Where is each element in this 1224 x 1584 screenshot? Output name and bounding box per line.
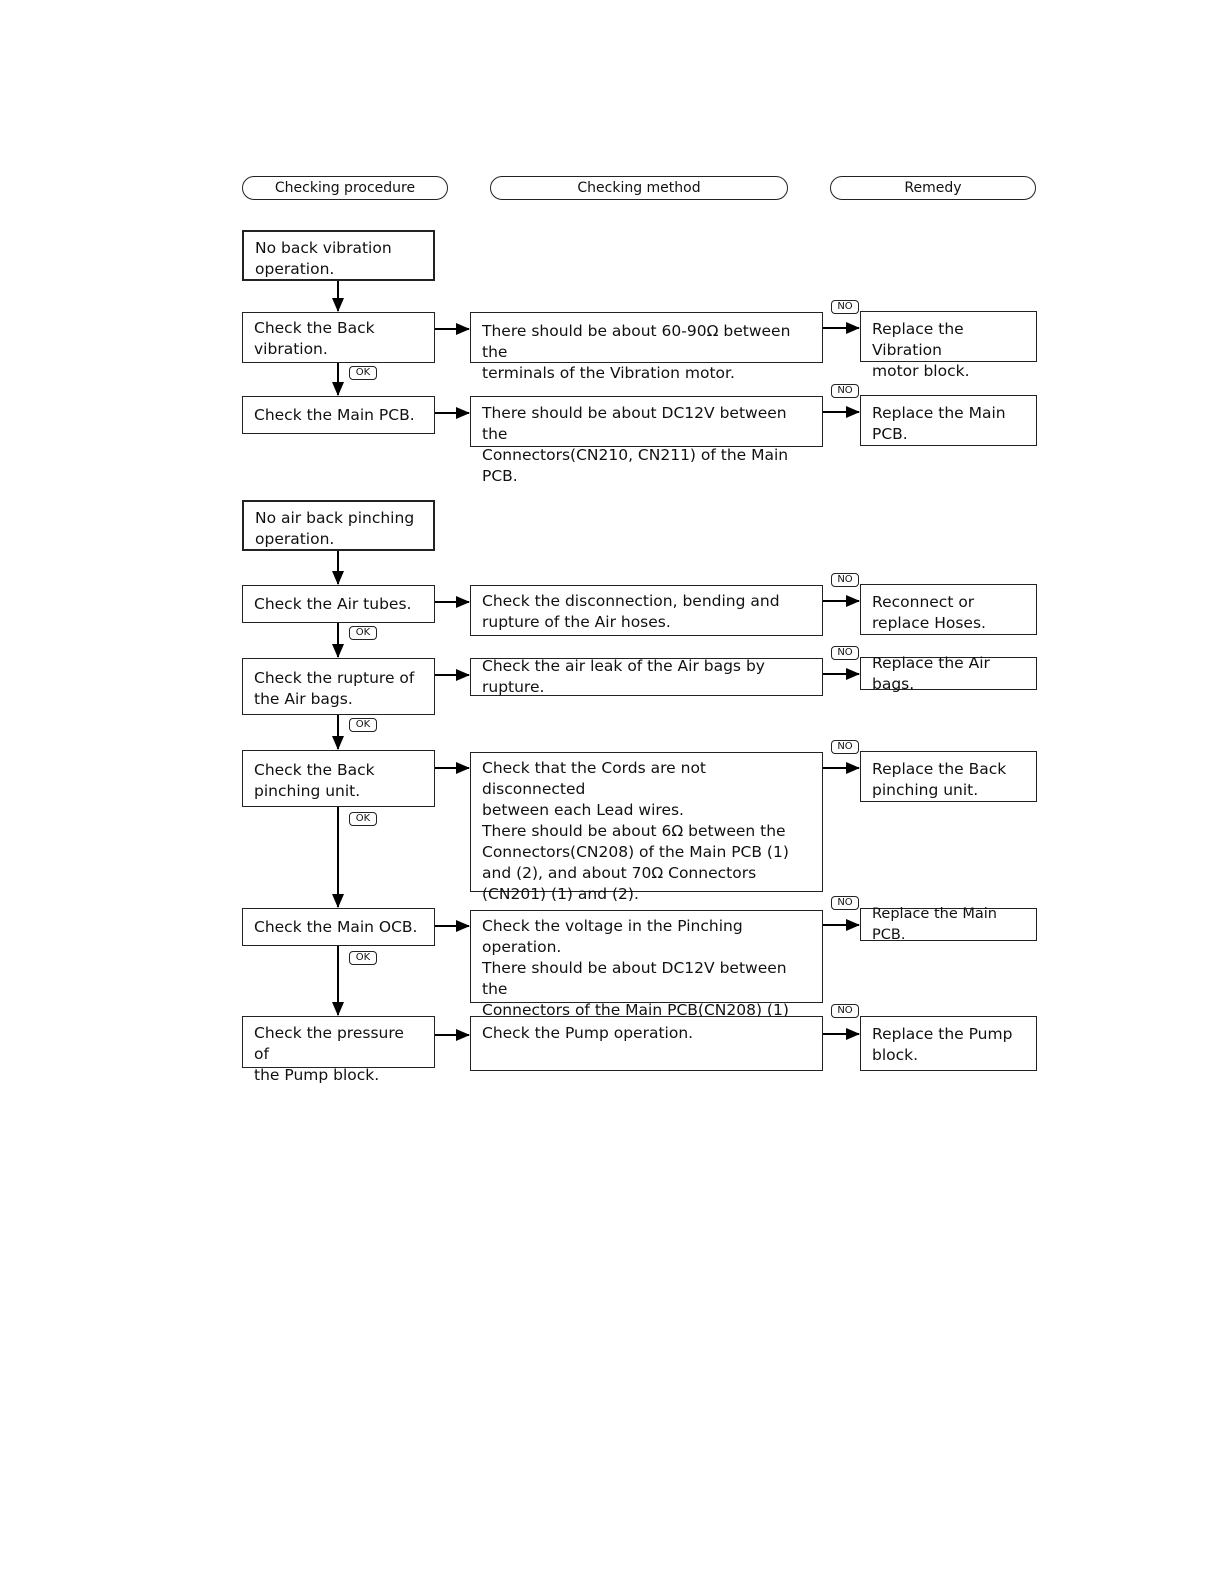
s2-ok-tag-3: OK [349,812,377,826]
s1-r2-remedy-box: Replace the Main PCB. [860,395,1037,446]
s2-r5-procedure-box: Check the pressure of the Pump block. [242,1016,435,1084]
s1-r1-remedy-text: Replace the Vibration motor block. [872,320,970,380]
s1-r1-procedure-box: Check the Back vibration. [242,312,435,363]
s2-r4-procedure-text: Check the Main OCB. [254,917,418,936]
s2-r4-procedure-box: Check the Main OCB. [242,908,435,946]
s2-r4-method-box: Check the voltage in the Pinching operat… [470,910,823,1040]
s2-ok-tag-1: OK [349,626,377,640]
s1-ok-tag-1: OK [349,366,377,380]
header-checking-procedure-label: Checking procedure [274,180,416,196]
s1-r2-procedure-text: Check the Main PCB. [254,405,415,424]
header-remedy-label: Remedy [904,180,962,196]
s2-no-tag-1: NO [831,573,859,587]
s2-r5-method-text: Check the Pump operation. [482,1024,694,1042]
s2-r1-remedy-box: Reconnect or replace Hoses. [860,584,1037,635]
s2-r4-remedy-box: Replace the Main PCB. [860,906,1037,943]
s1-r2-method-text: There should be about DC12V between the … [482,404,789,485]
s2-r2-method-text: Check the air leak of the Air bags by ru… [482,657,765,696]
s1-start-box: No back vibration operation. [242,230,435,281]
s1-r1-remedy-box: Replace the Vibration motor block. [860,311,1037,380]
s1-r1-procedure-text: Check the Back vibration. [254,319,375,358]
s2-ok-tag-2: OK [349,718,377,732]
s2-r5-procedure-text: Check the pressure of the Pump block. [254,1024,404,1084]
s2-r1-method-text: Check the disconnection, bending and rup… [482,592,780,631]
s2-r1-procedure-box: Check the Air tubes. [242,585,435,623]
s2-ok-tag-4: OK [349,951,377,965]
s2-r3-remedy-text: Replace the Back pinching unit. [872,760,1007,799]
header-checking-procedure: Checking procedure [242,176,448,200]
s2-r1-procedure-text: Check the Air tubes. [254,594,412,613]
header-checking-method: Checking method [490,176,788,200]
s1-start-text: No back vibration operation. [255,239,392,278]
s2-r2-remedy-text: Replace the Air bags. [872,653,990,693]
s1-no-tag-2: NO [831,384,859,398]
s2-r3-remedy-box: Replace the Back pinching unit. [860,751,1037,802]
s2-r2-remedy-box: Replace the Air bags. [860,654,1037,693]
s2-r1-remedy-text: Reconnect or replace Hoses. [872,593,986,632]
s2-no-tag-4: NO [831,896,859,910]
s2-r3-procedure-box: Check the Back pinching unit. [242,750,435,807]
s2-no-tag-2: NO [831,646,859,660]
s2-r3-method-text: Check that the Cords are not disconnecte… [482,759,789,903]
s1-r1-method-box: There should be about 60-90Ω between the… [470,312,823,382]
s1-r2-remedy-text: Replace the Main PCB. [872,404,1006,443]
header-remedy: Remedy [830,176,1036,200]
header-checking-method-label: Checking method [577,180,701,196]
s2-r3-procedure-text: Check the Back pinching unit. [254,761,375,800]
s2-r3-method-box: Check that the Cords are not disconnecte… [470,752,823,903]
s2-start-box: No air back pinching operation. [242,500,435,551]
s1-r1-method-text: There should be about 60-90Ω between the… [482,322,791,382]
s1-r2-method-box: There should be about DC12V between the … [470,396,823,485]
s2-r2-method-box: Check the air leak of the Air bags by ru… [470,657,823,696]
s1-no-tag-1: NO [831,300,859,314]
s2-r4-remedy-text: Replace the Main PCB. [872,905,997,943]
s2-r5-method-box: Check the Pump operation. [470,1016,823,1071]
s2-no-tag-5: NO [831,1004,859,1018]
s2-start-text: No air back pinching operation. [255,509,415,548]
s2-r2-procedure-text: Check the rupture of the Air bags. [254,669,415,708]
s1-r2-procedure-box: Check the Main PCB. [242,396,435,434]
s2-r5-remedy-box: Replace the Pump block. [860,1016,1037,1071]
s2-r2-procedure-box: Check the rupture of the Air bags. [242,658,435,715]
s2-r1-method-box: Check the disconnection, bending and rup… [470,585,823,636]
s2-r5-remedy-text: Replace the Pump block. [872,1025,1013,1064]
s2-no-tag-3: NO [831,740,859,754]
